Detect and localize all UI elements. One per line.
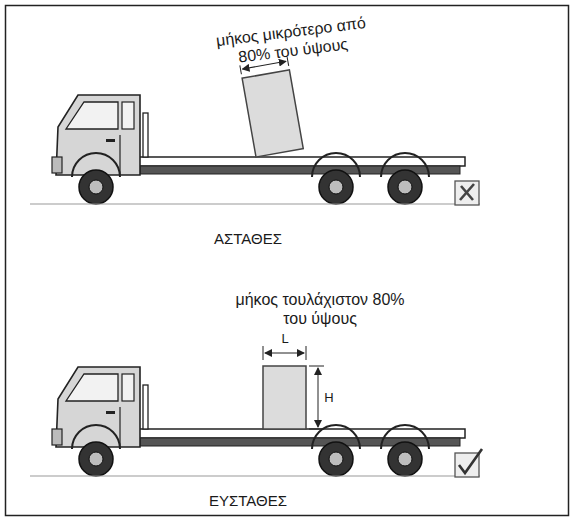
- status-text: ΕΥΣΤΑΘΕΣ: [209, 492, 287, 510]
- dimension-label: H: [324, 390, 333, 406]
- status-text: ΑΣΤΑΘΕΣ: [214, 230, 282, 248]
- dimension-label: L: [281, 331, 288, 347]
- note-text: μήκος τουλάχιστον 80% του ύψους: [235, 290, 405, 328]
- note-text: μήκος μικρότερο από 80% του ύψους: [210, 12, 373, 70]
